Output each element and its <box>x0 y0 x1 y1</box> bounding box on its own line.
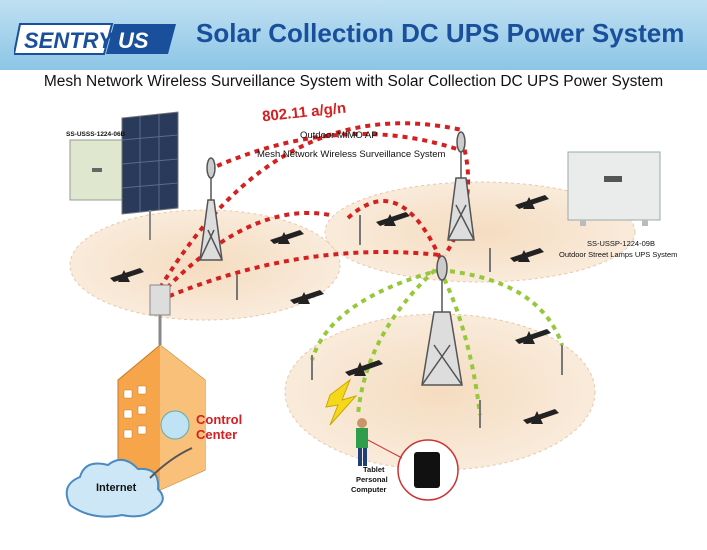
wifi-links-red <box>158 121 471 302</box>
internet-label: Internet <box>96 482 137 494</box>
tower-center <box>421 255 463 386</box>
sentry-us-logo: SENTRY US <box>14 23 176 55</box>
svg-text:SENTRY: SENTRY <box>24 28 115 53</box>
header-banner: SENTRY US Solar Collection DC UPS Power … <box>0 0 707 70</box>
diagram-subtitle: Mesh Network Wireless Surveillance Syste… <box>43 73 664 90</box>
control-center-label-line2: Center <box>196 427 238 442</box>
solar-lamp-posts <box>236 215 563 428</box>
ups-model-label: SS-USSP-1224-09B <box>587 239 655 248</box>
tower-right <box>447 131 475 241</box>
mesh-label: Mesh Network Wireless Surveillance Syste… <box>257 149 446 160</box>
page-title: Solar Collection DC UPS Power System <box>196 18 685 48</box>
control-center-label-line1: Control <box>196 412 243 427</box>
solar-ups-model-label: SS-USSS-1224-06B <box>66 131 126 138</box>
tablet-label-line2: Personal <box>356 475 388 484</box>
network-diagram <box>65 111 661 518</box>
tablet-label-line3: Computer <box>351 485 387 494</box>
ap-label: Outdoor MIMO AP <box>300 130 378 141</box>
technician <box>356 418 368 466</box>
coverage-zone-left <box>69 209 341 321</box>
solar-ups-unit <box>69 111 179 240</box>
ups-description-label: Outdoor Street Lamps UPS System <box>559 250 678 259</box>
lightning-bolt <box>325 378 358 426</box>
internet-link <box>149 447 193 479</box>
pumpjacks <box>110 195 559 424</box>
tablet-pc <box>367 439 459 501</box>
tablet-label-line1: Tablet <box>363 465 385 474</box>
tower-left <box>199 157 223 261</box>
street-lamp-ups-box <box>567 151 661 226</box>
svg-text:US: US <box>118 28 149 53</box>
wifi-links-green <box>310 268 564 416</box>
control-center-building <box>117 284 206 491</box>
